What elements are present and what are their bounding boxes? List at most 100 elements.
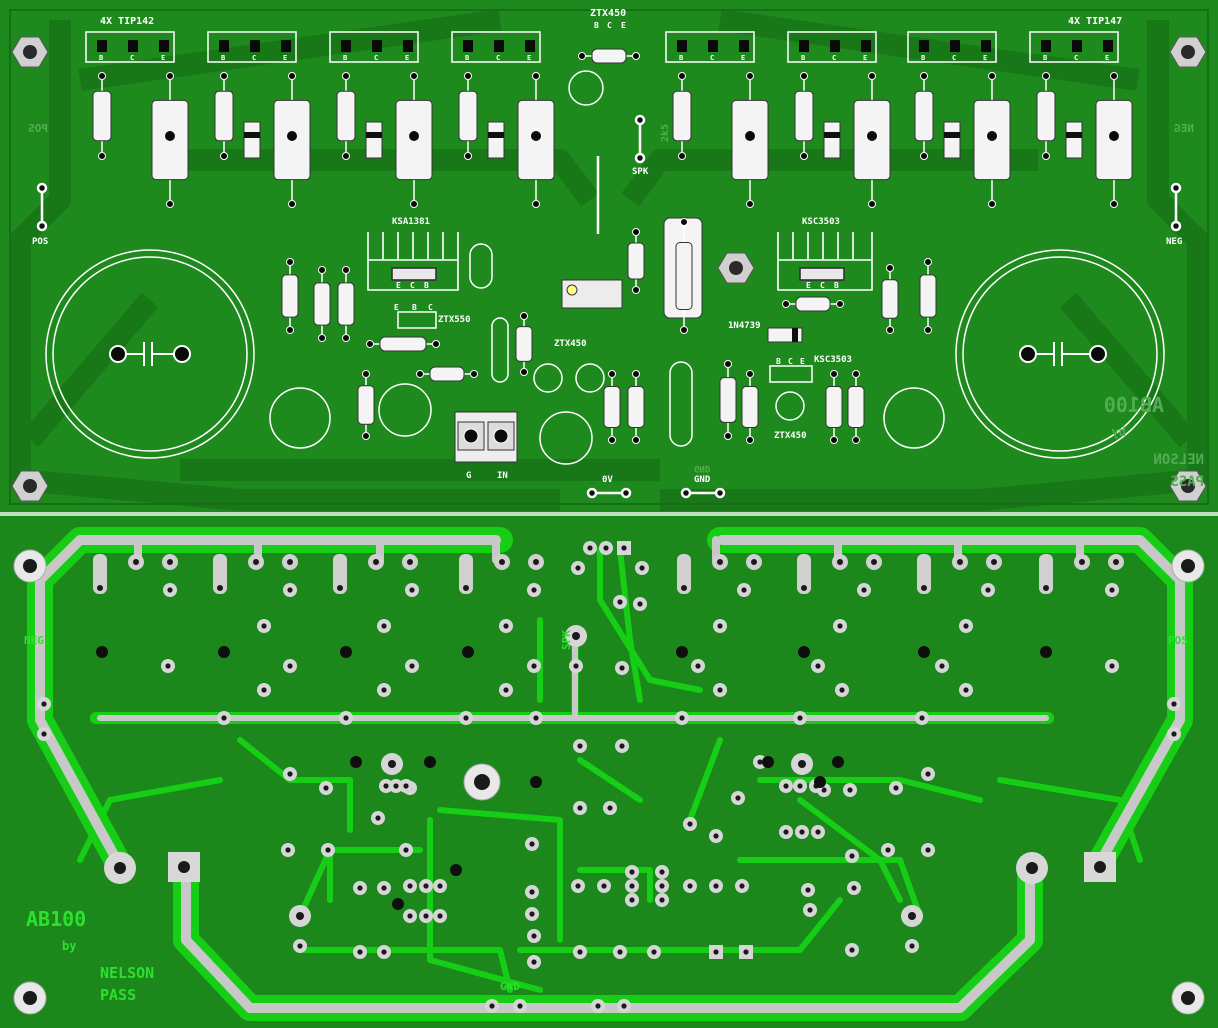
signal-resistor-pad (886, 264, 894, 272)
drill-hole (741, 587, 747, 593)
resistor-row (92, 72, 1133, 208)
drill-hole (893, 785, 899, 791)
transistor-outline (787, 31, 877, 63)
transistor-pin-label: E (863, 54, 867, 62)
drill-hole (167, 559, 173, 565)
via-hole (798, 646, 810, 658)
signal-resistor-pad (286, 326, 294, 334)
transistor-outline (907, 31, 997, 63)
drill-hole (908, 912, 916, 920)
ksc3503-mid-pin-e: E (800, 357, 805, 366)
signal-resistor-pad (632, 286, 640, 294)
signal-resistor-body (741, 386, 759, 428)
drill-hole (423, 883, 429, 889)
drill-hole (165, 663, 171, 669)
signal-resistor-pad (830, 370, 838, 378)
ksa1381-pin-e: E (396, 281, 401, 290)
title-bottom-line-2: by (62, 939, 76, 953)
layer-divider (0, 512, 1218, 516)
transistor-pin-label: B (465, 54, 469, 62)
horizontal-resistor-body (379, 336, 427, 352)
drill-hole (783, 829, 789, 835)
base-resistor-pad (342, 152, 350, 160)
drill-hole (357, 885, 363, 891)
transistor-outline (207, 31, 297, 63)
horizontal-resistor-body (591, 48, 627, 64)
via-hole (1040, 646, 1052, 658)
emitter-resistor-pad (746, 200, 754, 208)
signal-resistor-pad (886, 326, 894, 334)
signal-resistor-pad (318, 266, 326, 274)
drill-hole (621, 545, 627, 551)
signal-resistor-body (515, 326, 533, 362)
transistor-pin (708, 40, 718, 52)
transistor-pin (950, 40, 960, 52)
via-hole (392, 898, 404, 910)
signal-resistor-pad (632, 370, 640, 378)
drill-hole (577, 743, 583, 749)
drill-hole (572, 632, 580, 640)
transistor-outline (85, 31, 175, 63)
ksc3503-mid-pin-b: B (776, 357, 781, 366)
zener-diode (767, 327, 803, 343)
via-hole (350, 756, 362, 768)
transistor-pin-label: C (710, 54, 714, 62)
signal-resistor-pad (724, 432, 732, 440)
drill-hole (287, 559, 293, 565)
via-hole (832, 756, 844, 768)
signal-resistor-pad (746, 436, 754, 444)
drill-hole (287, 663, 293, 669)
drill-hole (577, 949, 583, 955)
transistor-pin-label: B (1043, 54, 1047, 62)
diode-body (243, 121, 261, 159)
diode-body (365, 121, 383, 159)
drill-hole (575, 565, 581, 571)
drill-hole (919, 715, 925, 721)
drill-hole (807, 907, 813, 913)
drill-hole (757, 759, 763, 765)
transistor-pin (219, 40, 229, 52)
transistor-pin (494, 40, 504, 52)
transistor-pad-large (677, 554, 691, 594)
emitter-resistor-pad (1110, 200, 1118, 208)
drill-hole (503, 687, 509, 693)
base-resistor-pad (98, 72, 106, 80)
resistor-pad (366, 340, 374, 348)
base-resistor-body (914, 90, 934, 142)
ksa1381-pin-b: B (424, 281, 429, 290)
emitter-resistor-pad (166, 72, 174, 80)
via-hole (814, 776, 826, 788)
resistor-pad (836, 300, 844, 308)
signal-resistor-body (847, 386, 865, 428)
base-resistor-body (92, 90, 112, 142)
diode-band (366, 132, 382, 138)
drill-hole (287, 771, 293, 777)
transistor-outline (665, 31, 755, 63)
transistor-pin-label: B (99, 54, 103, 62)
transistor-pin (97, 40, 107, 52)
signal-resistor-pad (362, 370, 370, 378)
capacitor-pads (104, 852, 1116, 884)
drill-hole (221, 715, 227, 721)
transistor-pin-label: E (1105, 54, 1109, 62)
input-g-label: G (466, 471, 471, 481)
ztx450-mid-label: ZTX450 (554, 339, 587, 349)
mirror-title-line-2: by (1112, 425, 1126, 439)
signal-resistor-pad (318, 334, 326, 342)
ksa1381-pin-c: C (410, 281, 415, 290)
drill-hole (381, 623, 387, 629)
drill-hole (639, 565, 645, 571)
drill-hole (739, 883, 745, 889)
drill-hole (41, 701, 47, 707)
drill-hole (1171, 731, 1177, 737)
transistor-pin (799, 40, 809, 52)
drill-hole (375, 815, 381, 821)
via-hole (530, 776, 542, 788)
transistor-pin-label: E (741, 54, 745, 62)
drill-hole (409, 663, 415, 669)
drill-hole (713, 949, 719, 955)
filter-capacitors (45, 249, 1165, 459)
neg-mirror-label: NEG (1174, 122, 1194, 135)
title-bottom-line-4: PASS (100, 986, 136, 1004)
